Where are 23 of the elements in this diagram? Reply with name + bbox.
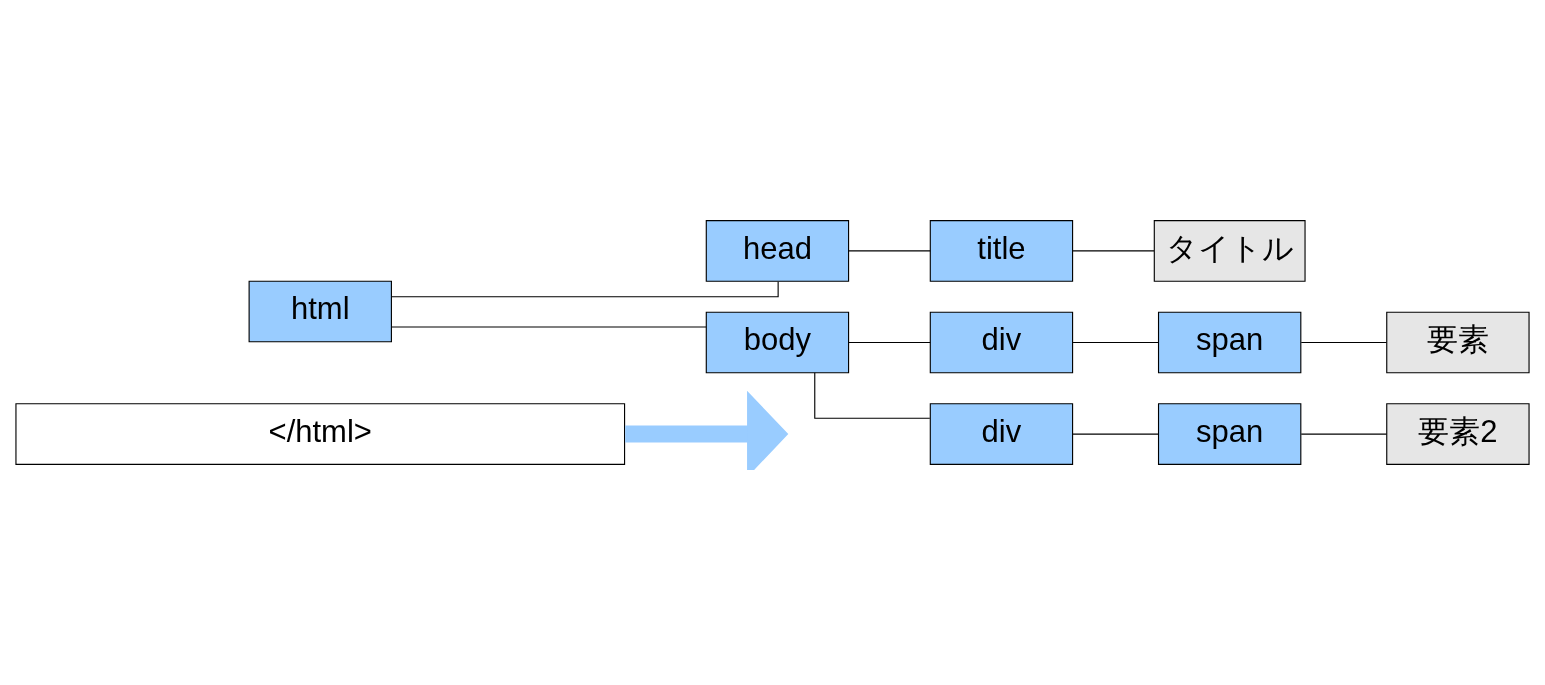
node-box: 要素2 [1386, 403, 1530, 465]
connector [848, 341, 931, 344]
node-box: div [929, 403, 1074, 465]
node-box: タイトル [1153, 220, 1306, 282]
connector [1072, 341, 1159, 344]
node-box: 要素 [1386, 311, 1530, 374]
node-box: span [1157, 311, 1302, 374]
node-box: div [929, 311, 1074, 374]
connector [848, 250, 931, 252]
connector [1072, 250, 1155, 252]
node-box: body [705, 311, 850, 374]
connector [1300, 341, 1388, 344]
connector [1072, 433, 1159, 435]
node-box: span [1157, 403, 1302, 465]
connector [391, 326, 707, 328]
connector [391, 281, 779, 298]
node-box: html [248, 280, 392, 343]
node-box: title [929, 220, 1074, 282]
connector [1300, 433, 1388, 435]
arrow [625, 390, 789, 470]
node-box: </html> [15, 403, 626, 465]
node-box: head [705, 220, 850, 282]
connector [814, 372, 931, 419]
